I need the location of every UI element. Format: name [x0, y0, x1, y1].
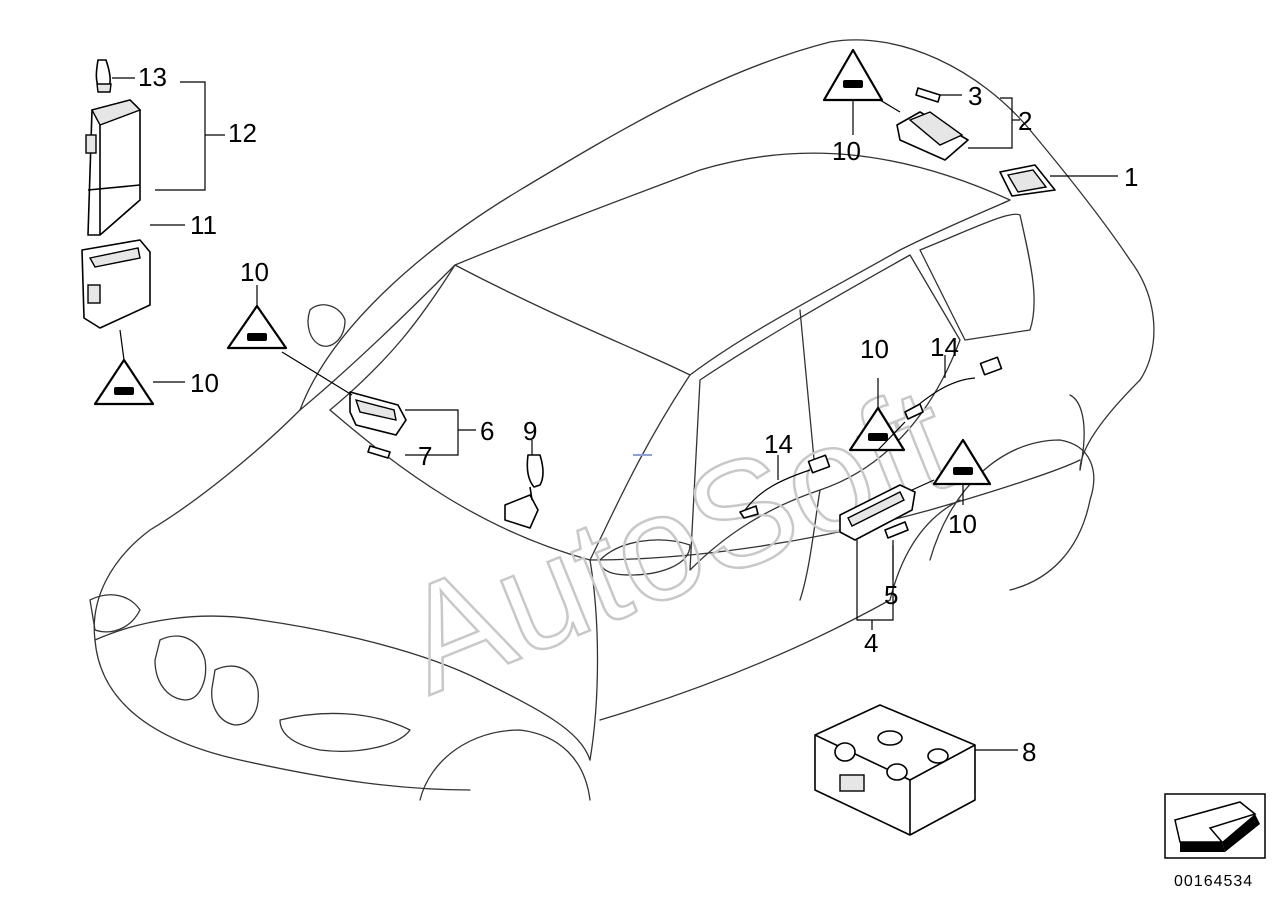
warning-triangle-icon: [93, 48, 992, 486]
callout-10-bottom-left: 10: [190, 368, 219, 398]
part-13-bulb: [95, 59, 112, 93]
callout-14-left: 14: [764, 429, 793, 459]
part-9-socket: [504, 454, 544, 529]
part-2-roof-light: [896, 111, 969, 161]
callout-12: 12: [228, 118, 257, 148]
part-8-bulb-kit: [814, 704, 976, 836]
document-number: 00164534: [1174, 873, 1253, 890]
part-14-wiring: [739, 356, 1003, 519]
part-4-light: [839, 484, 916, 541]
callout-10-right: 10: [948, 509, 977, 539]
part-1-light: [999, 164, 1056, 197]
part-7-bulb: [367, 445, 391, 459]
callout-10-middle: 10: [860, 334, 889, 364]
callout-14-right: 14: [930, 332, 959, 362]
part-6-light: [349, 391, 407, 436]
vehicle-outline: [89, 39, 1155, 801]
callout-10-left: 10: [240, 257, 269, 287]
callout-11: 11: [190, 210, 217, 240]
callout-10-top: 10: [832, 136, 861, 166]
watermark-text: AutoSoft: [378, 354, 974, 725]
part-12-housing: [85, 99, 142, 236]
callout-8: 8: [1022, 737, 1036, 767]
callout-2: 2: [1018, 106, 1032, 136]
callout-7: 7: [418, 441, 432, 471]
callout-9: 9: [523, 416, 537, 446]
callout-6: 6: [480, 416, 494, 446]
direction-arrow-icon: [1164, 793, 1266, 859]
callout-4: 4: [864, 628, 878, 658]
callout-13: 13: [138, 62, 167, 92]
part-5-bulb: [884, 521, 909, 539]
leader-lines: [112, 77, 1118, 751]
part-11-light: [81, 239, 151, 329]
callout-5: 5: [884, 580, 898, 610]
callout-1: 1: [1124, 162, 1138, 192]
callout-3: 3: [968, 81, 982, 111]
callout-labels: 1 2 3 4 5 6 7 8 9 10 10 10 10 10 11 12 1…: [138, 62, 1138, 767]
part-3-bulb: [915, 87, 941, 103]
